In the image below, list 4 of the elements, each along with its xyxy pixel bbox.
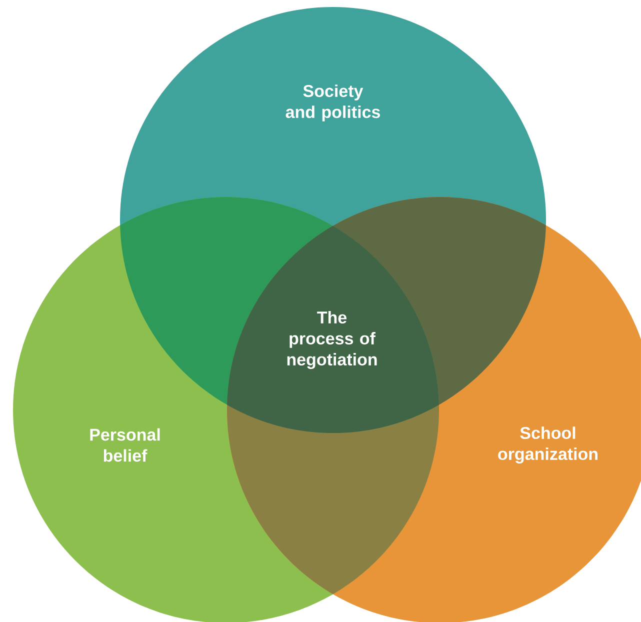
circle-label: School organization (498, 426, 598, 464)
circle-label: Society and politics (286, 84, 380, 122)
circle-label: Personal belief (90, 428, 160, 462)
overlap-label: The process of negotiation (287, 311, 377, 369)
